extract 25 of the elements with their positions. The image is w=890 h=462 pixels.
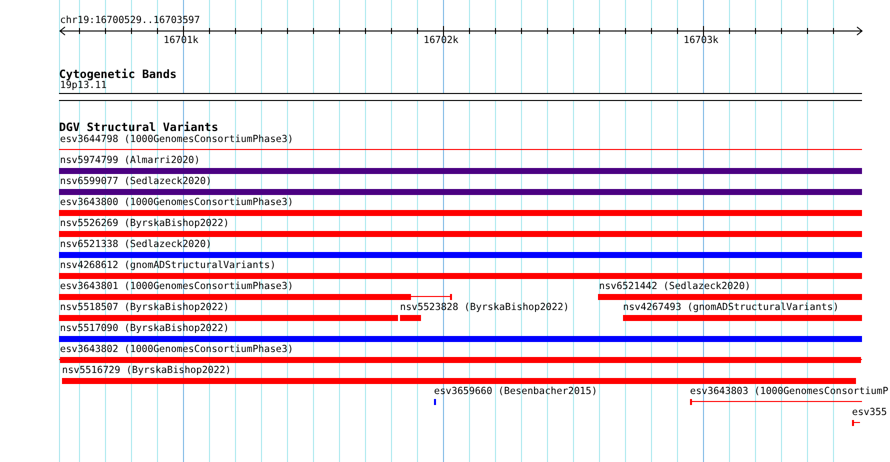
track-title: Cytogenetic Bands: [59, 67, 177, 81]
variant-label: esv3643801 (1000GenomesConsortiumPhase3): [60, 281, 294, 293]
locus-label: chr19:16700529..16703597: [60, 15, 200, 27]
variant-label: nsv5974799 (Almarri2020): [60, 155, 200, 167]
tick-label: 16701k: [164, 35, 198, 47]
variant-label: esv3659660 (Besenbacher2015): [434, 386, 598, 398]
variant-label: esv3643802 (1000GenomesConsortiumPhase3): [60, 344, 294, 356]
variant-label: nsv5523828 (ByrskaBishop2022): [400, 302, 570, 314]
variant-label: nsv5516729 (ByrskaBishop2022): [62, 365, 232, 377]
variant-label: nsv6599077 (Sedlazeck2020): [60, 176, 212, 188]
variant-label: esv3643800 (1000GenomesConsortiumPhase3): [60, 197, 294, 209]
variant-label: nsv4268612 (gnomADStructuralVariants): [60, 260, 276, 272]
tick-label: 16702k: [424, 35, 458, 47]
band-label: 19p13.11: [60, 80, 107, 92]
variant-label: nsv4267493 (gnomADStructuralVariants): [623, 302, 839, 314]
variant-label: esv3643803 (1000GenomesConsortiumP: [690, 386, 888, 398]
variant-label: nsv5526269 (ByrskaBishop2022): [60, 218, 230, 230]
tick-label: 16703k: [684, 35, 718, 47]
variant-label: esv3644798 (1000GenomesConsortiumPhase3): [60, 134, 294, 146]
variant-label: esv355: [852, 407, 887, 419]
variant-label: nsv6521442 (Sedlazeck2020): [599, 281, 751, 293]
variant-label: nsv5517090 (ByrskaBishop2022): [60, 323, 230, 335]
track-title: DGV Structural Variants: [59, 120, 218, 134]
variant-label: nsv6521338 (Sedlazeck2020): [60, 239, 212, 251]
variant-label: nsv5518507 (ByrskaBishop2022): [60, 302, 230, 314]
